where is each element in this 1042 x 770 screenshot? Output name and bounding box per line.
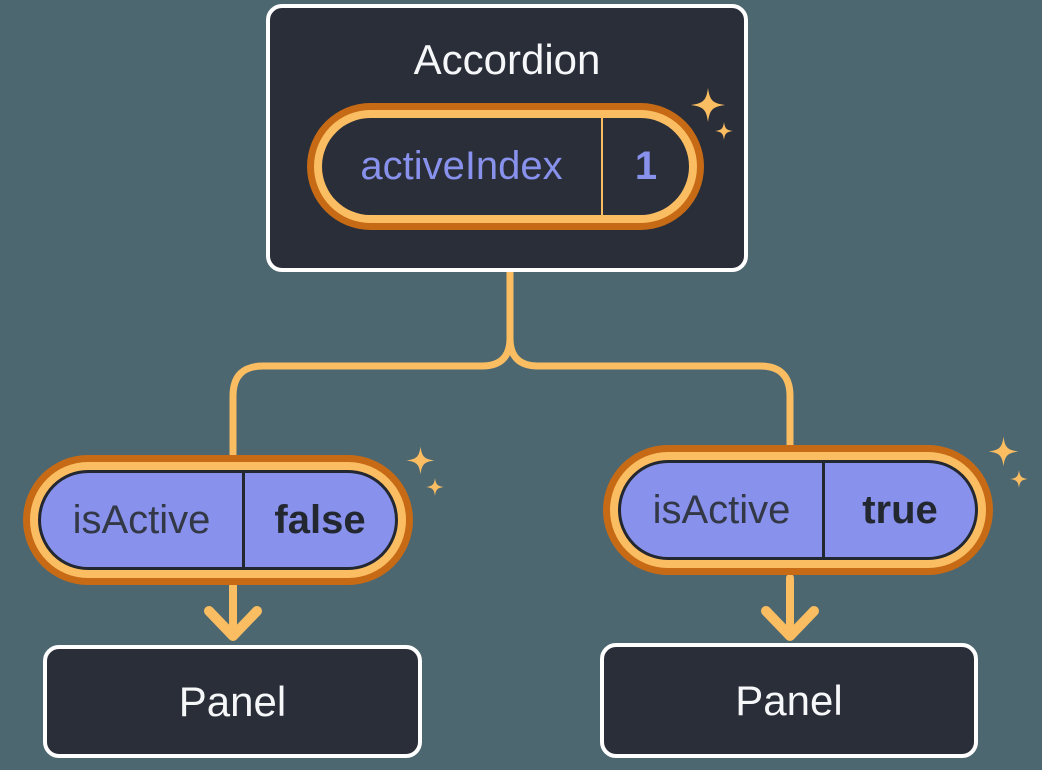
prop-value-label: false — [274, 497, 366, 542]
sparkle-icon — [426, 478, 444, 496]
state-pill-inner-ring: activeIndex 1 — [314, 110, 697, 223]
state-value-label: 1 — [634, 144, 658, 188]
prop-name-label: isActive — [652, 487, 791, 532]
panel-title: Panel — [735, 676, 843, 724]
left-prop-pill: isActive false — [23, 455, 413, 585]
prop-pill-body: isActive false — [38, 470, 398, 570]
prop-pill-inner-ring: isActive false — [30, 462, 406, 578]
prop-value-label: true — [862, 487, 938, 532]
sparkle-icon — [1010, 470, 1028, 488]
right-panel-node: Panel — [600, 643, 978, 758]
prop-name-label: isActive — [72, 497, 211, 542]
wire-right-branch — [506, 268, 794, 464]
sparkle-icon — [690, 87, 726, 123]
right-prop-pill: isActive true — [603, 445, 993, 575]
wire-left-branch — [229, 268, 514, 474]
accordion-state-pill: activeIndex 1 — [307, 103, 704, 230]
panel-title: Panel — [178, 677, 287, 725]
left-panel-node: Panel — [43, 645, 422, 758]
state-pill-divider — [601, 118, 603, 215]
arrow-right-head — [761, 606, 819, 641]
arrow-left-head — [204, 606, 262, 641]
state-name-label: activeIndex — [360, 144, 563, 188]
prop-pill-body: isActive true — [618, 460, 978, 560]
prop-pill-divider — [242, 473, 245, 567]
sparkle-icon — [988, 436, 1019, 467]
prop-pill-inner-ring: isActive true — [610, 452, 986, 568]
state-pill-body: activeIndex 1 — [322, 118, 689, 215]
accordion-title: Accordion — [413, 36, 601, 83]
prop-pill-divider — [822, 463, 825, 557]
sparkle-icon — [406, 446, 435, 475]
sparkle-icon — [715, 122, 733, 140]
